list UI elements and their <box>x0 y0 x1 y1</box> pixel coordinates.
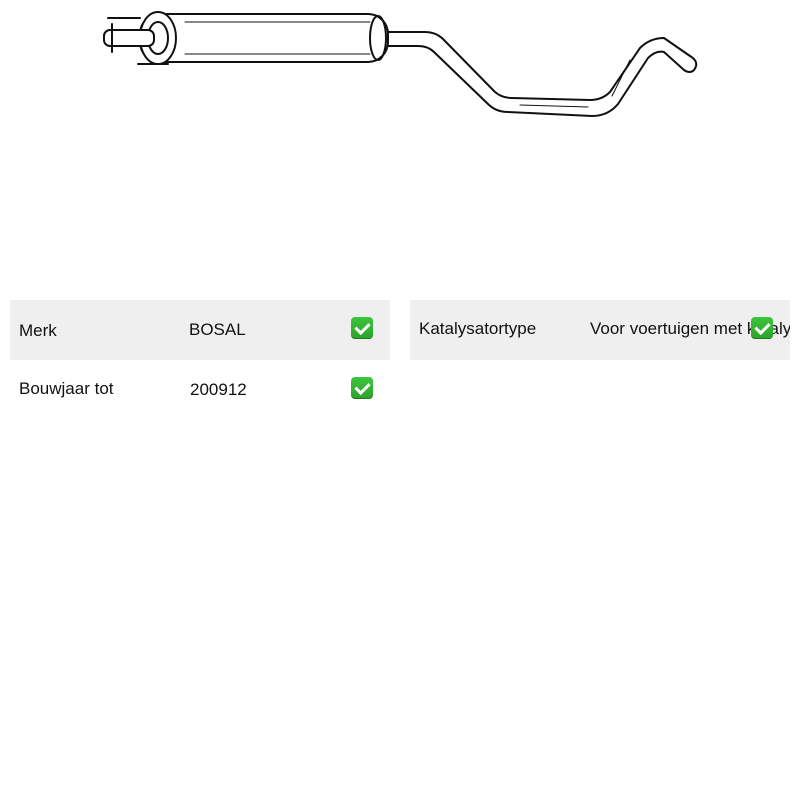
spec-row-merk: Merk BOSAL <box>10 300 390 360</box>
spec-table-right: Katalysatortype Voor voertuigen met kata… <box>410 300 790 360</box>
spec-table-left: Merk BOSAL Bouwjaar tot 200912 <box>10 300 390 420</box>
spec-label: Bouwjaar tot <box>19 379 114 398</box>
check-icon <box>351 317 373 339</box>
spec-value: BOSAL <box>189 320 246 339</box>
spec-row-katalysatortype: Katalysatortype Voor voertuigen met kata… <box>410 300 790 360</box>
check-icon <box>751 317 773 339</box>
spec-value: Voor voertuigen met katalysator <box>590 319 790 338</box>
spec-row-bouwjaar: Bouwjaar tot 200912 <box>10 360 390 420</box>
spec-value: 200912 <box>190 380 247 399</box>
spec-label: Katalysatortype <box>419 319 537 338</box>
check-icon <box>351 377 373 399</box>
spec-label: Merk <box>19 321 57 340</box>
exhaust-pipe-image <box>103 11 698 117</box>
